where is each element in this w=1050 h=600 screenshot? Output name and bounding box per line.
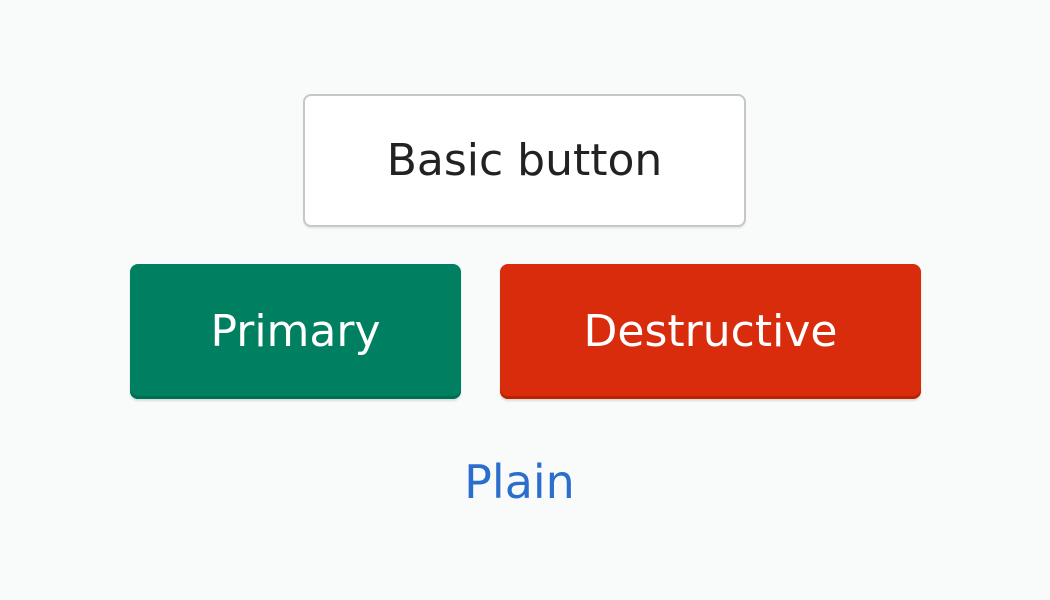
primary-button-label: Primary [210, 305, 381, 357]
plain-button-label: Plain [464, 455, 575, 509]
basic-button-label: Basic button [386, 134, 663, 186]
destructive-button[interactable]: Destructive [500, 264, 921, 399]
basic-button[interactable]: Basic button [303, 94, 746, 227]
plain-button[interactable]: Plain [438, 440, 601, 524]
destructive-button-label: Destructive [583, 305, 838, 357]
primary-button[interactable]: Primary [130, 264, 461, 399]
